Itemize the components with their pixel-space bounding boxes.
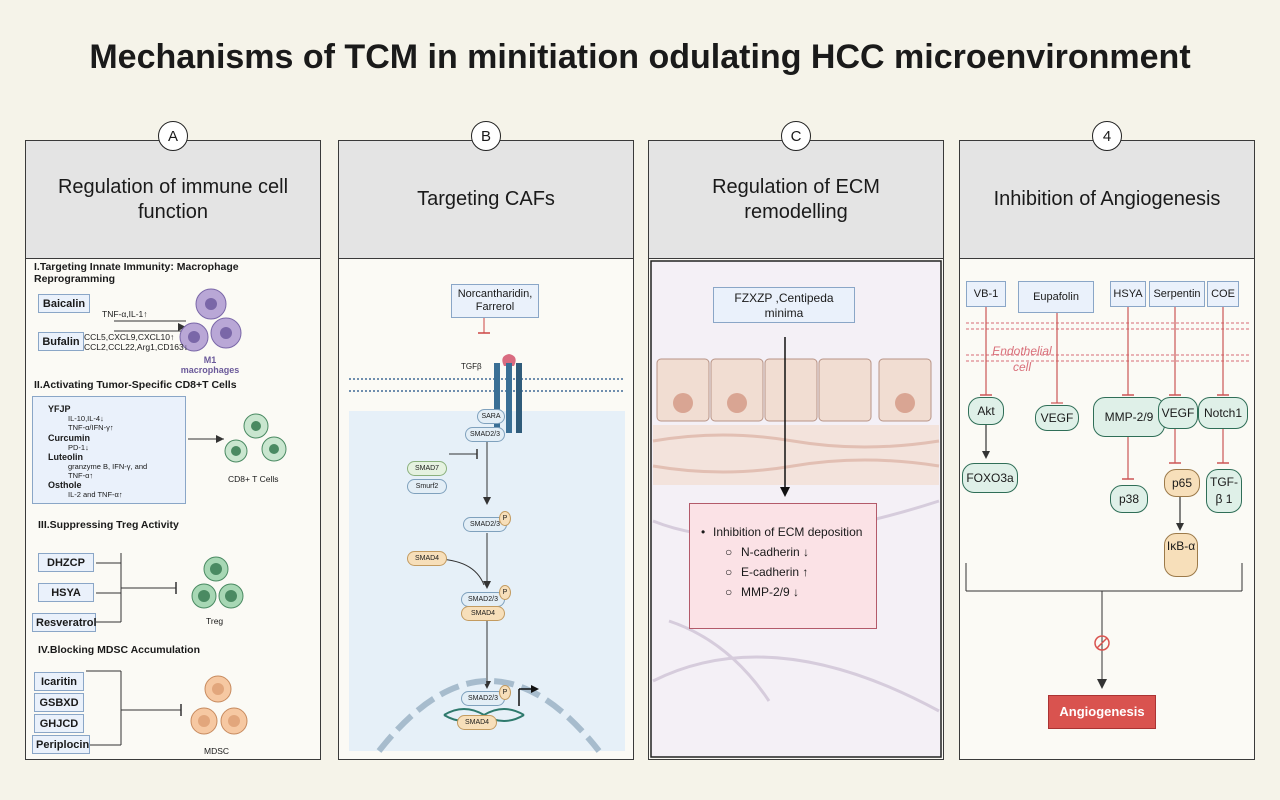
smad7-protein: SMAD7: [407, 461, 447, 476]
drug-bufalin: Bufalin: [38, 332, 84, 351]
ecm-inhibition-title: Inhibition of ECM deposition: [713, 525, 863, 539]
endothelial-cell-label: Endothelial cell: [992, 344, 1052, 374]
drug-periplocin: Periplocin: [32, 735, 90, 754]
section-cd8-activation: II.Activating Tumor-Specific CD8+T Cells: [34, 379, 237, 391]
panel-angiogenesis-inhibition: Inhibition of Angiogenesis VB-1 Eup: [959, 140, 1255, 760]
akt-node: Akt: [968, 397, 1004, 425]
ecm-circle-icon-1: ○: [725, 545, 733, 559]
n-cadherin-change: N-cadherin ↓: [741, 545, 810, 559]
tgfb-label: TGFβ: [461, 362, 482, 371]
cd8-t-cells-label: CD8+ T Cells: [228, 474, 279, 484]
bufalin-upregulated: CCL5,CXCL9,CXCL10↑: [84, 332, 175, 342]
drug-yfjp: YFJP: [48, 404, 71, 414]
yfjp-effect-1: IL-10,IL-4↓: [68, 414, 104, 423]
p-marker-2: P: [499, 585, 511, 600]
drug-coe: COE: [1207, 281, 1239, 307]
drug-eupafolin: Eupafolin: [1018, 281, 1094, 313]
mmp-node: MMP-2/9: [1093, 397, 1165, 437]
smad23-phosphorylated: SMAD2/3: [463, 517, 507, 532]
panel-c-heading: Regulation of ECM remodelling: [649, 141, 943, 259]
smad23-receptor-bound: SMAD2/3: [465, 427, 505, 442]
osthole-effect: IL-2 and TNF-α↑: [68, 490, 123, 499]
bufalin-downregulated: CCL2,CCL22,Arg1,CD163↓: [84, 342, 188, 352]
notch1-node: Notch1: [1198, 397, 1248, 429]
drug-osthole: Osthole: [48, 480, 82, 490]
mdsc-label: MDSC: [204, 746, 230, 756]
p38-node: p38: [1110, 485, 1148, 513]
ecm-bullet-icon: •: [701, 525, 706, 539]
ecm-circle-icon-2: ○: [725, 565, 733, 579]
panel-immune-regulation: Regulation of immune cell function: [25, 140, 321, 760]
smad4-complex: SMAD4: [461, 606, 505, 621]
panel-b-heading: Targeting CAFs: [339, 141, 633, 259]
p-marker-3: P: [499, 685, 511, 700]
panel-b-pathway: [349, 309, 625, 753]
panel-c-tissue: [650, 260, 942, 758]
luteolin-effect-2: TNF-α↑: [68, 471, 94, 480]
panel-b-badge: B: [471, 121, 501, 151]
ikb-alpha-node: IκB-α: [1164, 533, 1198, 577]
smad4-protein: SMAD4: [407, 551, 447, 566]
p65-node: p65: [1164, 469, 1200, 497]
drug-ghjcd: GHJCD: [34, 714, 84, 733]
cd8-t-cells: [224, 413, 287, 463]
mdsc-cells: [190, 675, 248, 735]
panel-a-heading: Regulation of immune cell function: [26, 141, 320, 259]
section-macrophage-reprogramming: I.Targeting Innate Immunity: Macrophage …: [34, 261, 239, 285]
yfjp-effect-2: TNF-α/IFN-γ↑: [68, 423, 114, 432]
page-title: Mechanisms of TCM in minitiation odulati…: [89, 38, 1191, 76]
e-cadherin-change: E-cadherin ↑: [741, 565, 809, 579]
drug-icaritin: Icaritin: [34, 672, 84, 691]
treg-label: Treg: [206, 616, 224, 626]
drug-dhzcp: DHZCP: [38, 553, 94, 572]
drug-norcantharidin-farrerol: Norcantharidin, Farrerol: [451, 284, 539, 318]
luteolin-effect-1: granzyme B, IFN-γ, and: [68, 462, 148, 471]
panel-a-badge: A: [158, 121, 188, 151]
panel-d-pathway: [965, 303, 1250, 689]
smad23-nuclear: SMAD2/3: [461, 691, 505, 706]
vegf-node-serpentin: VEGF: [1158, 397, 1198, 429]
curcumin-effect: PD-1↓: [68, 443, 89, 452]
m1-macrophages-label: M1 macrophages: [180, 355, 240, 375]
ecm-circle-icon-3: ○: [725, 585, 733, 599]
vegf-node-eupafolin: VEGF: [1035, 405, 1079, 431]
ecm-inhibition-box: [689, 503, 877, 629]
section-mdsc-blocking: IV.Blocking MDSC Accumulation: [38, 644, 200, 656]
drug-hsya-angio: HSYA: [1110, 281, 1146, 307]
drug-hsya: HSYA: [38, 583, 94, 602]
angiogenesis-outcome: Angiogenesis: [1048, 695, 1156, 729]
sara-protein: SARA: [477, 409, 505, 424]
panel-ecm-remodelling: Regulation of ECM remodelling FZXZP ,Cen…: [648, 140, 944, 760]
panel-c-badge: C: [781, 121, 811, 151]
smurf2-protein: Smurf2: [407, 479, 447, 494]
smad4-nuclear: SMAD4: [457, 715, 497, 730]
drug-vb1: VB-1: [966, 281, 1006, 307]
cd8-drug-list-box: [32, 396, 186, 504]
panel-targeting-cafs: Targeting CAFs Norcantharidin, Farrerol …: [338, 140, 634, 760]
drug-serpentin: Serpentin: [1149, 281, 1205, 307]
p-marker-1: P: [499, 511, 511, 526]
m1-macrophage-cells: [179, 288, 242, 352]
section-treg-suppression: III.Suppressing Treg Activity: [38, 519, 179, 531]
mmp-change: MMP-2/9 ↓: [741, 585, 800, 599]
tgf-beta1-node: TGF-β 1: [1206, 469, 1242, 513]
panel-d-badge: 4: [1092, 121, 1122, 151]
drug-gsbxd: GSBXD: [34, 693, 84, 712]
drug-fzxzp-centipeda: FZXZP ,Centipeda minima: [713, 287, 855, 323]
foxo3a-node: FOXO3a: [962, 463, 1018, 493]
baicalin-effect: TNF-α,IL-1↑: [102, 309, 148, 319]
drug-resveratrol: Resveratrol: [32, 613, 97, 632]
drug-baicalin: Baicalin: [38, 294, 90, 313]
panel-a-arrows: [86, 288, 287, 746]
treg-cells: [191, 556, 244, 609]
drug-curcumin: Curcumin: [48, 433, 91, 443]
drug-luteolin: Luteolin: [48, 452, 83, 462]
panel-d-heading: Inhibition of Angiogenesis: [960, 141, 1254, 259]
